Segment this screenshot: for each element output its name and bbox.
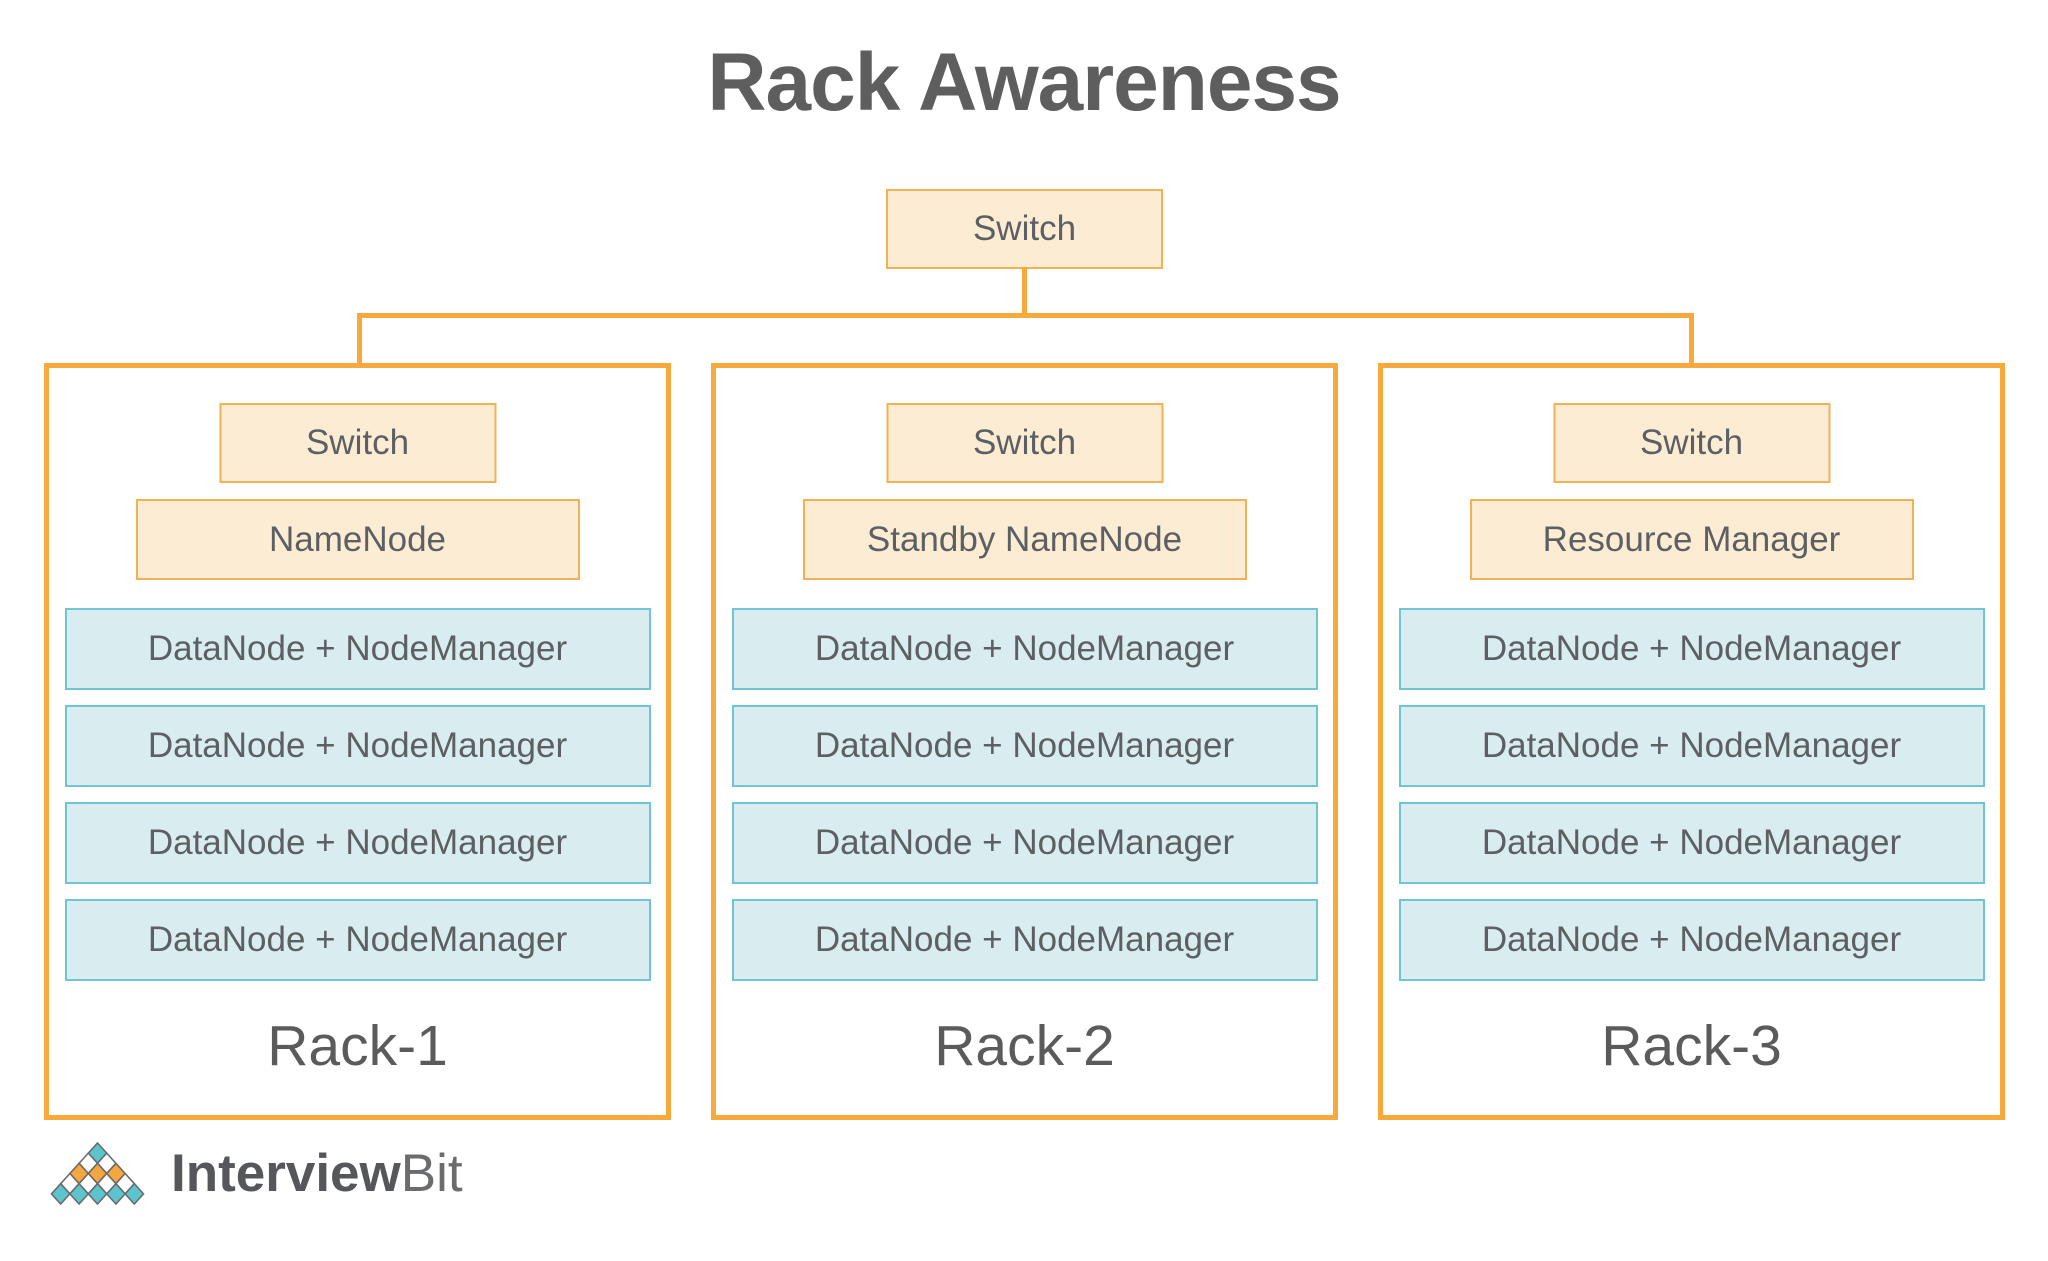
rack-3-datanode-box: DataNode + NodeManager xyxy=(1398,705,1985,787)
rack-3-datanode-box: DataNode + NodeManager xyxy=(1398,802,1985,884)
interviewbit-logo: InterviewBit xyxy=(50,1142,463,1205)
rack-2-standby-namenode-box: Standby NameNode xyxy=(802,499,1247,580)
rack-2-datanode-box: DataNode + NodeManager xyxy=(731,705,1318,787)
rack-2-datanode-box: DataNode + NodeManager xyxy=(731,802,1318,884)
rack-1-datanode-box: DataNode + NodeManager xyxy=(64,705,651,787)
rack-1-datanode-box: DataNode + NodeManager xyxy=(64,802,651,884)
diagram-title: Rack Awareness xyxy=(707,37,1341,128)
interviewbit-logo-mark xyxy=(50,1142,145,1205)
interviewbit-wordmark: InterviewBit xyxy=(171,1143,463,1204)
rack-3-label: Rack-3 xyxy=(1601,1014,1782,1078)
connector-leg-rack-1 xyxy=(357,313,362,365)
rack-2-box: Switch Standby NameNode DataNode + NodeM… xyxy=(711,363,1338,1120)
connector-core-switch-down xyxy=(1022,267,1027,315)
rack-3-datanode-box: DataNode + NodeManager xyxy=(1398,899,1985,981)
rack-1-datanode-box: DataNode + NodeManager xyxy=(64,608,651,690)
rack-1-datanode-box: DataNode + NodeManager xyxy=(64,899,651,981)
rack-1-switch-box: Switch xyxy=(219,403,496,483)
connector-horizontal-bus xyxy=(357,313,1694,318)
rack-3-switch-box: Switch xyxy=(1553,403,1830,483)
rack-1-label: Rack-1 xyxy=(267,1014,448,1078)
rack-2-datanode-box: DataNode + NodeManager xyxy=(731,608,1318,690)
rack-2-datanode-box: DataNode + NodeManager xyxy=(731,899,1318,981)
rack-2-switch-box: Switch xyxy=(886,403,1163,483)
rack-1-box: Switch NameNode DataNode + NodeManager D… xyxy=(44,363,671,1120)
wordmark-bit: Bit xyxy=(400,1144,463,1203)
rack-3-resource-manager-box: Resource Manager xyxy=(1469,499,1914,580)
rack-1-namenode-box: NameNode xyxy=(135,499,580,580)
connector-leg-rack-3 xyxy=(1689,313,1694,365)
core-switch-box: Switch xyxy=(886,189,1163,269)
rack-3-box: Switch Resource Manager DataNode + NodeM… xyxy=(1378,363,2005,1120)
rack-3-datanode-box: DataNode + NodeManager xyxy=(1398,608,1985,690)
rack-2-label: Rack-2 xyxy=(934,1014,1115,1078)
wordmark-interview: Interview xyxy=(171,1144,401,1203)
